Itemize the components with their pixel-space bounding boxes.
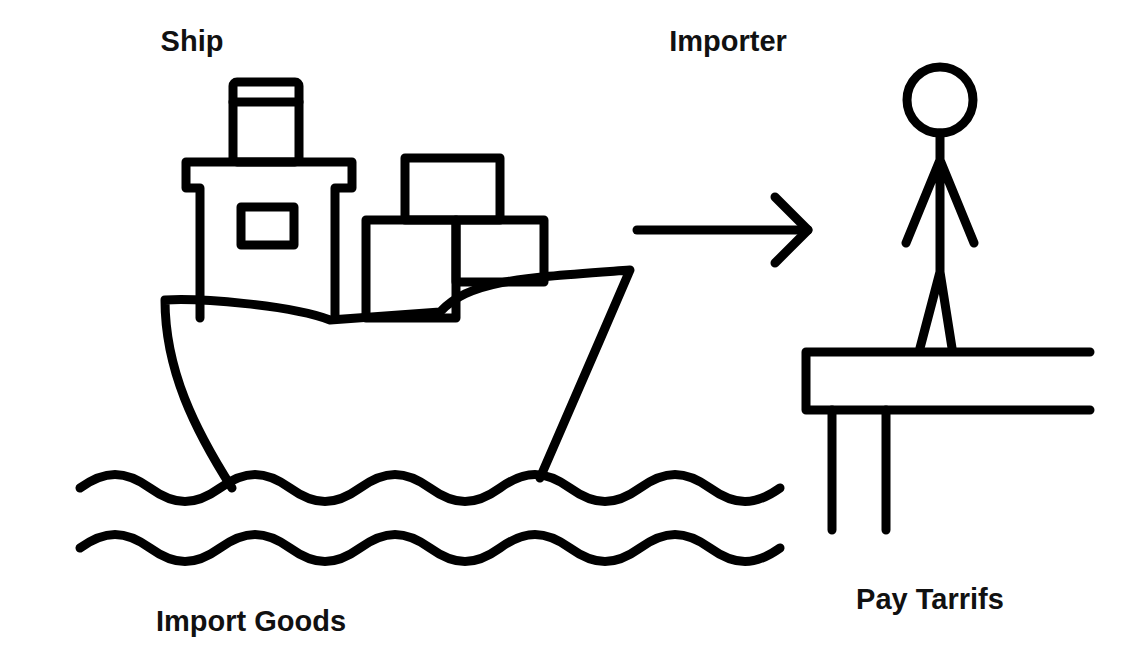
arrow-head bbox=[775, 197, 808, 263]
person-head bbox=[907, 67, 973, 133]
container bbox=[405, 158, 500, 220]
caption-label: Ship bbox=[161, 26, 224, 58]
flow-arrow bbox=[637, 226, 808, 235]
pier-deck bbox=[806, 352, 1090, 410]
caption-label: Importer bbox=[669, 26, 787, 58]
ship-cabin bbox=[186, 162, 352, 318]
funnel-band bbox=[233, 98, 299, 107]
wave bbox=[80, 475, 780, 502]
ship-funnel bbox=[233, 82, 299, 162]
container bbox=[456, 220, 544, 282]
ship-hull bbox=[165, 270, 630, 488]
caption-label: Pay Tarrifs bbox=[856, 584, 1004, 616]
container bbox=[366, 220, 456, 318]
wave bbox=[80, 535, 780, 562]
stick-figure bbox=[906, 133, 974, 348]
caption-label: Import Goods bbox=[156, 606, 346, 638]
cabin-window bbox=[241, 207, 294, 245]
pier-legs bbox=[832, 410, 886, 530]
